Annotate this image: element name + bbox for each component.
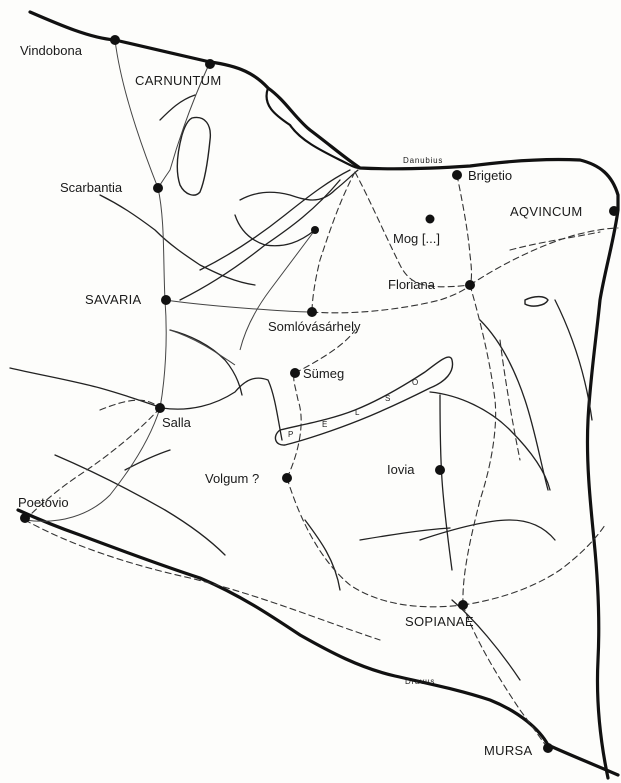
label-brigetio: Brigetio — [468, 168, 513, 183]
danubius-river — [28, 10, 620, 780]
label-floriana: Floriana — [388, 277, 435, 292]
poetovio-marker — [20, 513, 30, 523]
label-mursa: MURSA — [484, 743, 533, 758]
label-iovia: Iovia — [387, 462, 415, 477]
mog-marker — [425, 214, 435, 224]
city-markers — [20, 35, 619, 753]
label-aquincum: AQVINCUM — [510, 204, 583, 219]
label-scarbantia: Scarbantia — [60, 180, 123, 195]
pelso-lake — [274, 356, 454, 446]
pelso-letter-3: L — [355, 408, 360, 417]
road-junction-marker — [311, 226, 319, 234]
minor-rivers — [9, 94, 593, 681]
danube-side-arm — [265, 86, 362, 170]
label-salla: Salla — [162, 415, 191, 430]
brigetio-marker — [452, 170, 462, 180]
salla-marker — [155, 403, 165, 413]
mursa-marker — [543, 743, 553, 753]
label-sopianae: SOPIANAE — [405, 614, 474, 629]
label-carnuntum: CARNUNTUM — [135, 73, 222, 88]
pelso-letter-1: P — [288, 430, 294, 439]
iovia-marker — [435, 465, 445, 475]
aquincum-marker — [609, 206, 619, 216]
label-sumeg: Sümeg — [303, 366, 345, 381]
pelso-letter-4: S — [385, 394, 391, 403]
dravus-river — [16, 508, 620, 777]
neusiedl-lake — [176, 116, 212, 196]
volgum-marker — [282, 473, 292, 483]
label-mog: Mog [...] — [393, 231, 440, 246]
label-vindobona: Vindobona — [20, 43, 82, 58]
sopianae-marker — [458, 600, 468, 610]
label-dravus: Dravus — [405, 677, 436, 686]
danube-island — [524, 295, 549, 307]
savaria-marker — [161, 295, 171, 305]
pelso-letter-2: E — [322, 420, 328, 429]
pelso-letter-5: O — [412, 378, 419, 387]
sumeg-marker — [290, 368, 300, 378]
label-poetovio: Poetovio — [18, 495, 69, 510]
vindobona-marker — [110, 35, 120, 45]
label-volgum: Volgum ? — [205, 471, 260, 486]
somlovasarhely-marker — [307, 307, 317, 317]
carnuntum-marker — [205, 59, 215, 69]
amber-road — [24, 39, 316, 522]
roman-roads — [24, 171, 619, 749]
scarbantia-marker — [153, 183, 163, 193]
label-danubius: Danubius — [403, 156, 444, 165]
label-somlovasarhely: Somlóvásárhely — [268, 319, 361, 334]
floriana-marker — [465, 280, 475, 290]
label-savaria: SAVARIA — [85, 292, 142, 307]
